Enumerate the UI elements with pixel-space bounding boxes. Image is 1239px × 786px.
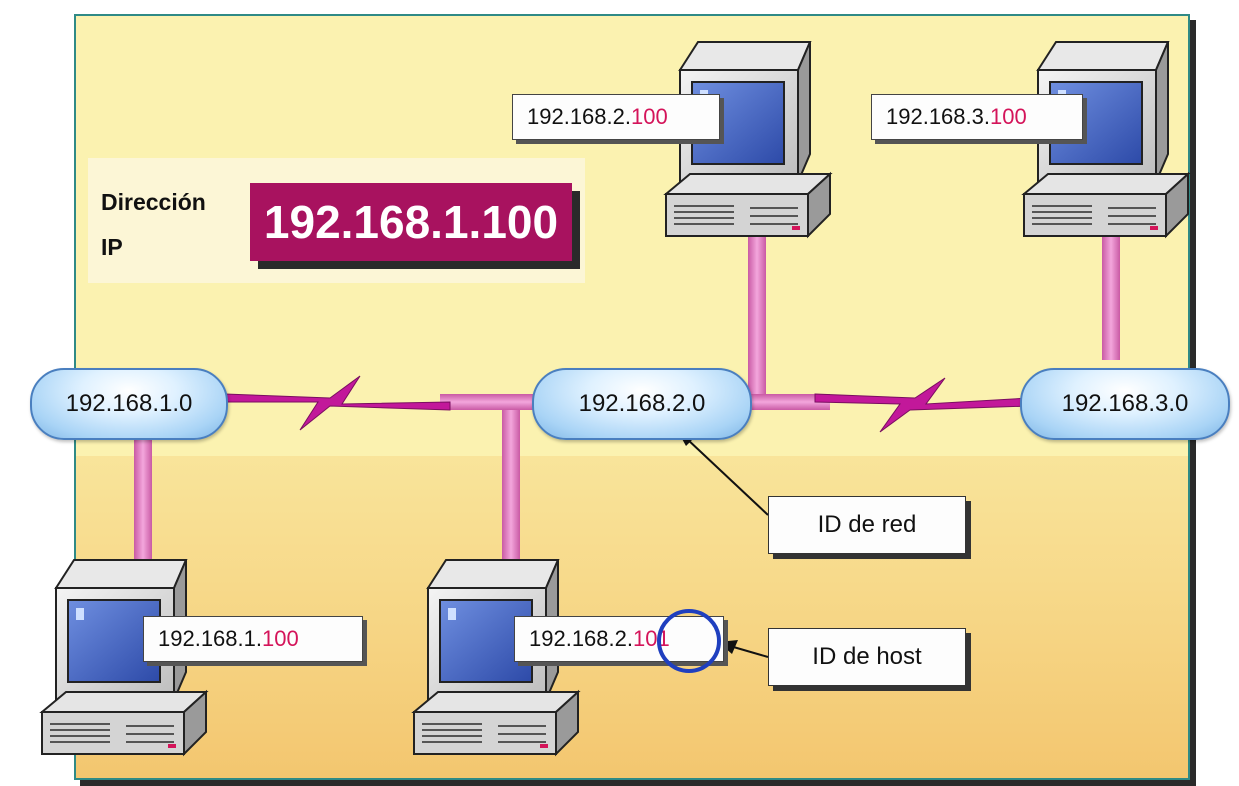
network-cloud-192-168-3-0: 192.168.3.0 [1020,368,1230,440]
bus-segment-left [440,394,540,410]
host-address-tag-2-101: 192.168.2.101 [514,616,724,662]
bus-segment-right [750,394,830,410]
ip-address-value: 192.168.1.100 [250,183,572,261]
host-id-part: 100 [630,104,668,129]
network-cloud-192-168-2-0: 192.168.2.0 [532,368,752,440]
link-192-168-3-100 [1102,230,1120,360]
host-network-part: 192.168.1. [158,626,262,651]
ip-address-label: Dirección IP [101,189,206,260]
host-network-part: 192.168.2. [529,626,633,651]
network-id-label: 192.168.2.0 [578,390,706,417]
host-id-callout: ID de host [768,628,966,686]
host-id-callout-label: ID de host [812,643,922,670]
wan-link-1 [224,375,451,431]
host-address-tag-2-100: 192.168.2.100 [512,94,720,140]
host-id-part: 101 [632,626,670,651]
link-192-168-2-100 [748,230,766,400]
wan-link-2 [814,377,1031,433]
link-192-168-2-101 [502,400,520,570]
arrow-network-id [685,437,769,516]
host-network-part: 192.168.3. [886,104,990,129]
host-address-tag-1-100: 192.168.1.100 [143,616,363,662]
network-id-callout: ID de red [768,496,966,554]
link-192-168-1-100 [134,430,152,570]
network-id-label: 192.168.3.0 [1061,390,1189,417]
network-id-callout-label: ID de red [817,511,917,538]
network-cloud-192-168-1-0: 192.168.1.0 [30,368,228,440]
host-address-tag-3-100: 192.168.3.100 [871,94,1083,140]
arrow-host-id [729,645,769,658]
host-id-part: 100 [261,626,299,651]
host-network-part: 192.168.2. [527,104,631,129]
host-id-part: 100 [989,104,1027,129]
network-id-label: 192.168.1.0 [65,390,193,417]
